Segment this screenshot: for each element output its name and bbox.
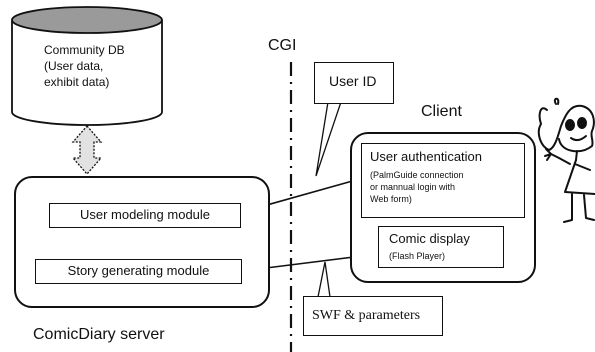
- db-server-double-arrow: [71, 125, 103, 175]
- comic-display-subtitle: (Flash Player): [389, 251, 446, 261]
- user-authentication-box: User authentication (PalmGuide connectio…: [361, 143, 525, 218]
- swf-callout-pointer: [317, 261, 331, 298]
- user-figure: [537, 97, 595, 223]
- story-generating-module-box: Story generating module: [35, 259, 242, 284]
- comic-display-box: Comic display (Flash Player): [378, 226, 504, 268]
- user-id-label: User ID: [329, 73, 377, 89]
- user-modeling-module-label: User modeling module: [79, 207, 211, 222]
- user-authentication-line2: or mannual login with: [370, 182, 456, 192]
- story-generating-module-label: Story generating module: [67, 263, 210, 278]
- community-db-title: Community DB: [44, 43, 125, 57]
- swf-parameters-label: SWF & parameters: [312, 308, 421, 323]
- user-authentication-line1: (PalmGuide connection: [370, 170, 464, 180]
- user-id-callout-pointer: [315, 101, 342, 177]
- server-label: ComicDiary server: [33, 326, 165, 343]
- community-db-cylinder: [11, 6, 163, 126]
- server-container: [14, 176, 270, 308]
- user-authentication-line3: Web form): [370, 194, 412, 204]
- community-db-line3: exhibit data): [44, 75, 110, 89]
- comic-display-title: Comic display: [389, 231, 470, 246]
- client-label: Client: [421, 103, 462, 120]
- cgi-label: CGI: [268, 37, 297, 54]
- user-modeling-module-box: User modeling module: [49, 203, 241, 228]
- user-authentication-title: User authentication: [370, 149, 483, 164]
- swf-parameters-callout: SWF & parameters: [303, 296, 443, 336]
- user-id-callout: User ID: [314, 62, 394, 104]
- community-db-line2: (User data,: [44, 59, 104, 73]
